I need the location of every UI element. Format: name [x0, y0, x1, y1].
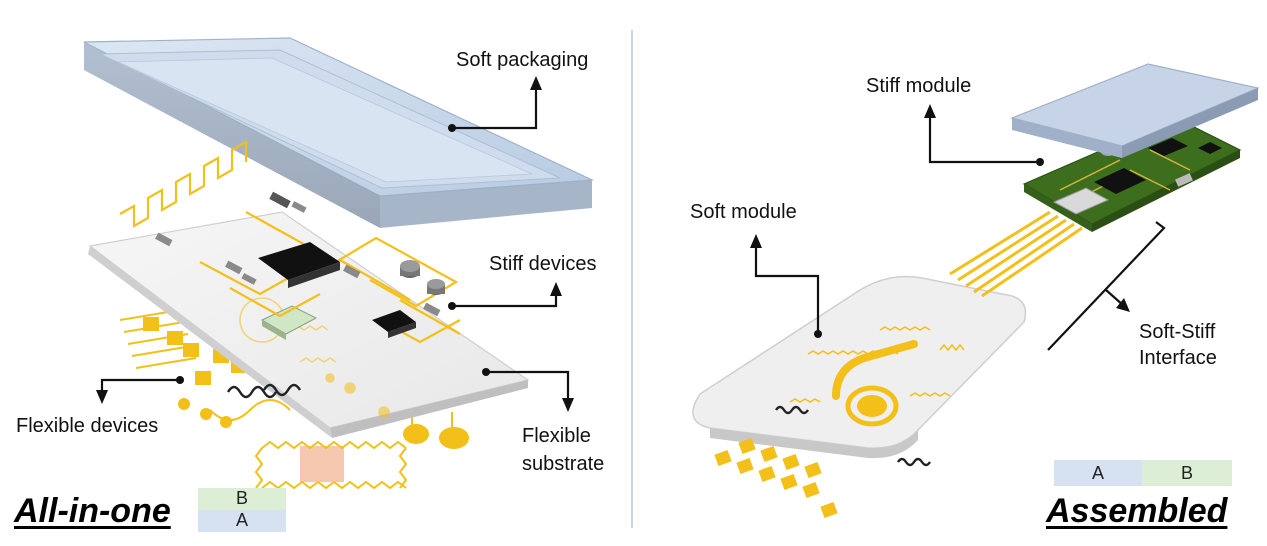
flexible-devices-layer — [119, 309, 469, 490]
legend-a-left: A — [235, 510, 248, 530]
stiff-module-pcb — [1022, 117, 1242, 232]
callout-soft-packaging — [448, 76, 542, 132]
callout-flexible-substrate — [482, 368, 574, 412]
callout-flexible-devices — [96, 376, 184, 404]
label-soft-module: Soft module — [690, 201, 797, 223]
soft-packaging-shell — [83, 37, 595, 228]
legend-a-swatch-left — [198, 510, 286, 532]
flexible-substrate-sheet — [88, 211, 530, 438]
callout-soft-module — [750, 234, 822, 338]
caption-assembled: Assembled — [1046, 492, 1228, 530]
caption-all-in-one: All-in-one — [14, 492, 171, 530]
stiff-devices-layer — [119, 140, 461, 344]
legend-b-right: B — [1180, 463, 1193, 483]
legend-b-left: B — [235, 488, 248, 508]
label-flexible-substrate-line1: Flexible — [522, 425, 591, 447]
legend-b-swatch-left — [198, 488, 286, 510]
legend-b-swatch-right — [1142, 460, 1232, 486]
callout-soft-stiff-interface — [1047, 221, 1166, 351]
label-soft-stiff-interface-line1: Soft-Stiff — [1139, 321, 1216, 343]
callout-stiff-devices — [448, 282, 562, 310]
interface-ribbon — [949, 210, 1083, 298]
label-flexible-substrate-line2: substrate — [522, 453, 605, 475]
label-soft-packaging: Soft packaging — [456, 49, 589, 71]
legend-a-right: A — [1091, 463, 1104, 483]
label-soft-stiff-interface-line2: Interface — [1139, 347, 1217, 369]
legend-a-swatch-right — [1054, 460, 1142, 486]
soft-module-patch — [692, 275, 1027, 519]
callout-stiff-module — [924, 104, 1044, 166]
stiff-module-lid — [1010, 63, 1260, 158]
label-flexible-devices: Flexible devices — [16, 415, 159, 437]
label-stiff-devices: Stiff devices — [489, 253, 597, 275]
label-stiff-module: Stiff module — [866, 75, 972, 97]
